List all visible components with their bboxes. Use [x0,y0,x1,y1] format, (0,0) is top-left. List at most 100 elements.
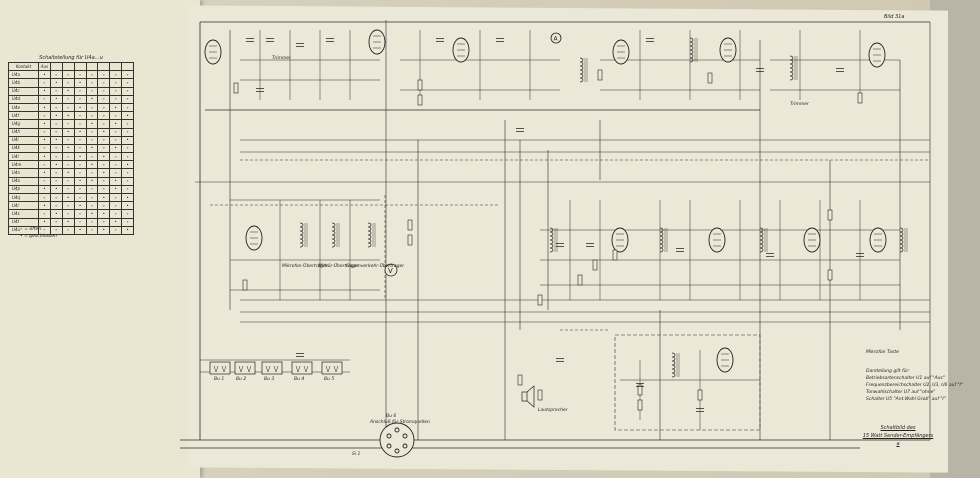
coil [671,352,680,378]
capacitor [326,38,334,42]
switch-state-cell: ∘ [38,225,51,235]
meter-a-symbol: A [554,36,559,43]
connector-title: Bu 6 [386,414,397,419]
socket-label-5: Bu 5 [324,377,335,382]
resistor-group [233,69,863,411]
capacitor [586,243,594,247]
coil-winding [899,227,904,253]
tube-electrodes [457,43,465,57]
socket [209,361,231,375]
coil-core [764,228,768,252]
title-block: Schaltbild des 15 Watt Sender-Empfängers… [862,424,934,448]
annotation-line-3: Tonwahlschalter U7 auf "ohne" [866,390,936,395]
socket [321,361,343,375]
switch-table-title: Schaltstellung für U4a…u [39,55,103,61]
socket-label-2: Bu 2 [236,377,247,382]
tube [611,227,629,253]
coil-winding [671,352,676,378]
switch-table-row: U4l•∘∘•∘•∘∘ [8,152,134,162]
capacitor [516,128,524,132]
coil [579,57,588,83]
coil-winding [689,37,694,63]
tube-electrodes [250,231,258,245]
annotation-line-2: Frequenzbereichschalter U2, U3, U6 auf "… [866,383,963,388]
resistor [597,69,603,81]
title-line-1: Schaltbild des [880,425,916,431]
coil-winding [299,222,304,248]
transformer-label-3: Gegenverkehr-Übertrager [346,264,405,269]
socket [261,361,283,375]
tube [612,39,630,65]
tube-electrodes [808,233,816,247]
coil [549,227,558,253]
capacitor [496,38,504,42]
resistor [592,259,598,271]
tube-electrodes [616,233,624,247]
capacitor [256,88,264,92]
annotation-note: Darstellung gilt für: Betriebsartenschal… [866,368,963,403]
switch-table-row: U4r•∘∘•∘∘∘• [8,201,134,211]
coil-core [554,228,558,252]
coil-core [694,38,698,62]
resistor [537,389,543,401]
tube-electrodes [209,45,217,59]
tube [868,42,886,68]
meter-group [384,32,562,277]
coil [759,227,768,253]
trimmer-label-right: Trimmer [790,102,809,107]
tube [452,37,470,63]
tube-electrodes [874,233,882,247]
switch-table-row: U4c•∘•∘∘∘∘∘ [8,86,134,96]
capacitor [266,38,274,42]
tube [708,227,726,253]
capacitor [296,353,304,357]
switch-table-row: U4u∘∘∘•∘•∘• [8,225,134,235]
title-line-2: 15 Watt Sender-Empfängers a [862,433,934,447]
socket [291,361,313,375]
tube [204,39,222,65]
resistor [707,72,713,84]
socket-label-1: Bu 1 [214,377,225,382]
tube [368,29,386,55]
coil-winding [759,227,764,253]
socket-label-3: Bu 3 [264,377,275,382]
socket [234,361,256,375]
switch-state-cell: • [121,225,134,235]
trimmer-label-top: Trimmer [272,56,291,61]
coil-winding [579,57,584,83]
capacitor [556,243,564,247]
coil [331,222,340,248]
wiring [180,20,931,450]
socket-label-4: Bu 4 [294,377,305,382]
coil-core [664,228,668,252]
capacitor [836,68,844,72]
coil-core [794,56,798,80]
resistor [612,249,618,261]
resistor [637,384,643,396]
resistor [407,234,413,246]
socket-contacts [213,365,227,373]
speaker-symbol [521,385,535,408]
legend-closed: • = geschlossen [20,234,57,239]
coil [299,222,308,248]
tube-electrodes [617,45,625,59]
capacitor-group [246,38,864,412]
tube [716,347,734,373]
coil-core [304,223,308,247]
switch-table-row: U4q∘∘•∘∘•∘• [8,192,134,203]
socket-contacts [238,365,252,373]
socket-body [234,361,256,375]
tube [245,225,263,251]
coil-group [299,37,908,378]
transformer-label-2: Mithör-Übertrager [318,264,359,269]
coil-winding [789,55,794,81]
tube-electrodes [873,48,881,62]
capacitor [246,38,254,42]
coil [367,222,376,248]
socket-body [209,361,231,375]
resistor [637,399,643,411]
switch-table-row: U4h∘∘••∘•∘∘ [8,127,134,137]
